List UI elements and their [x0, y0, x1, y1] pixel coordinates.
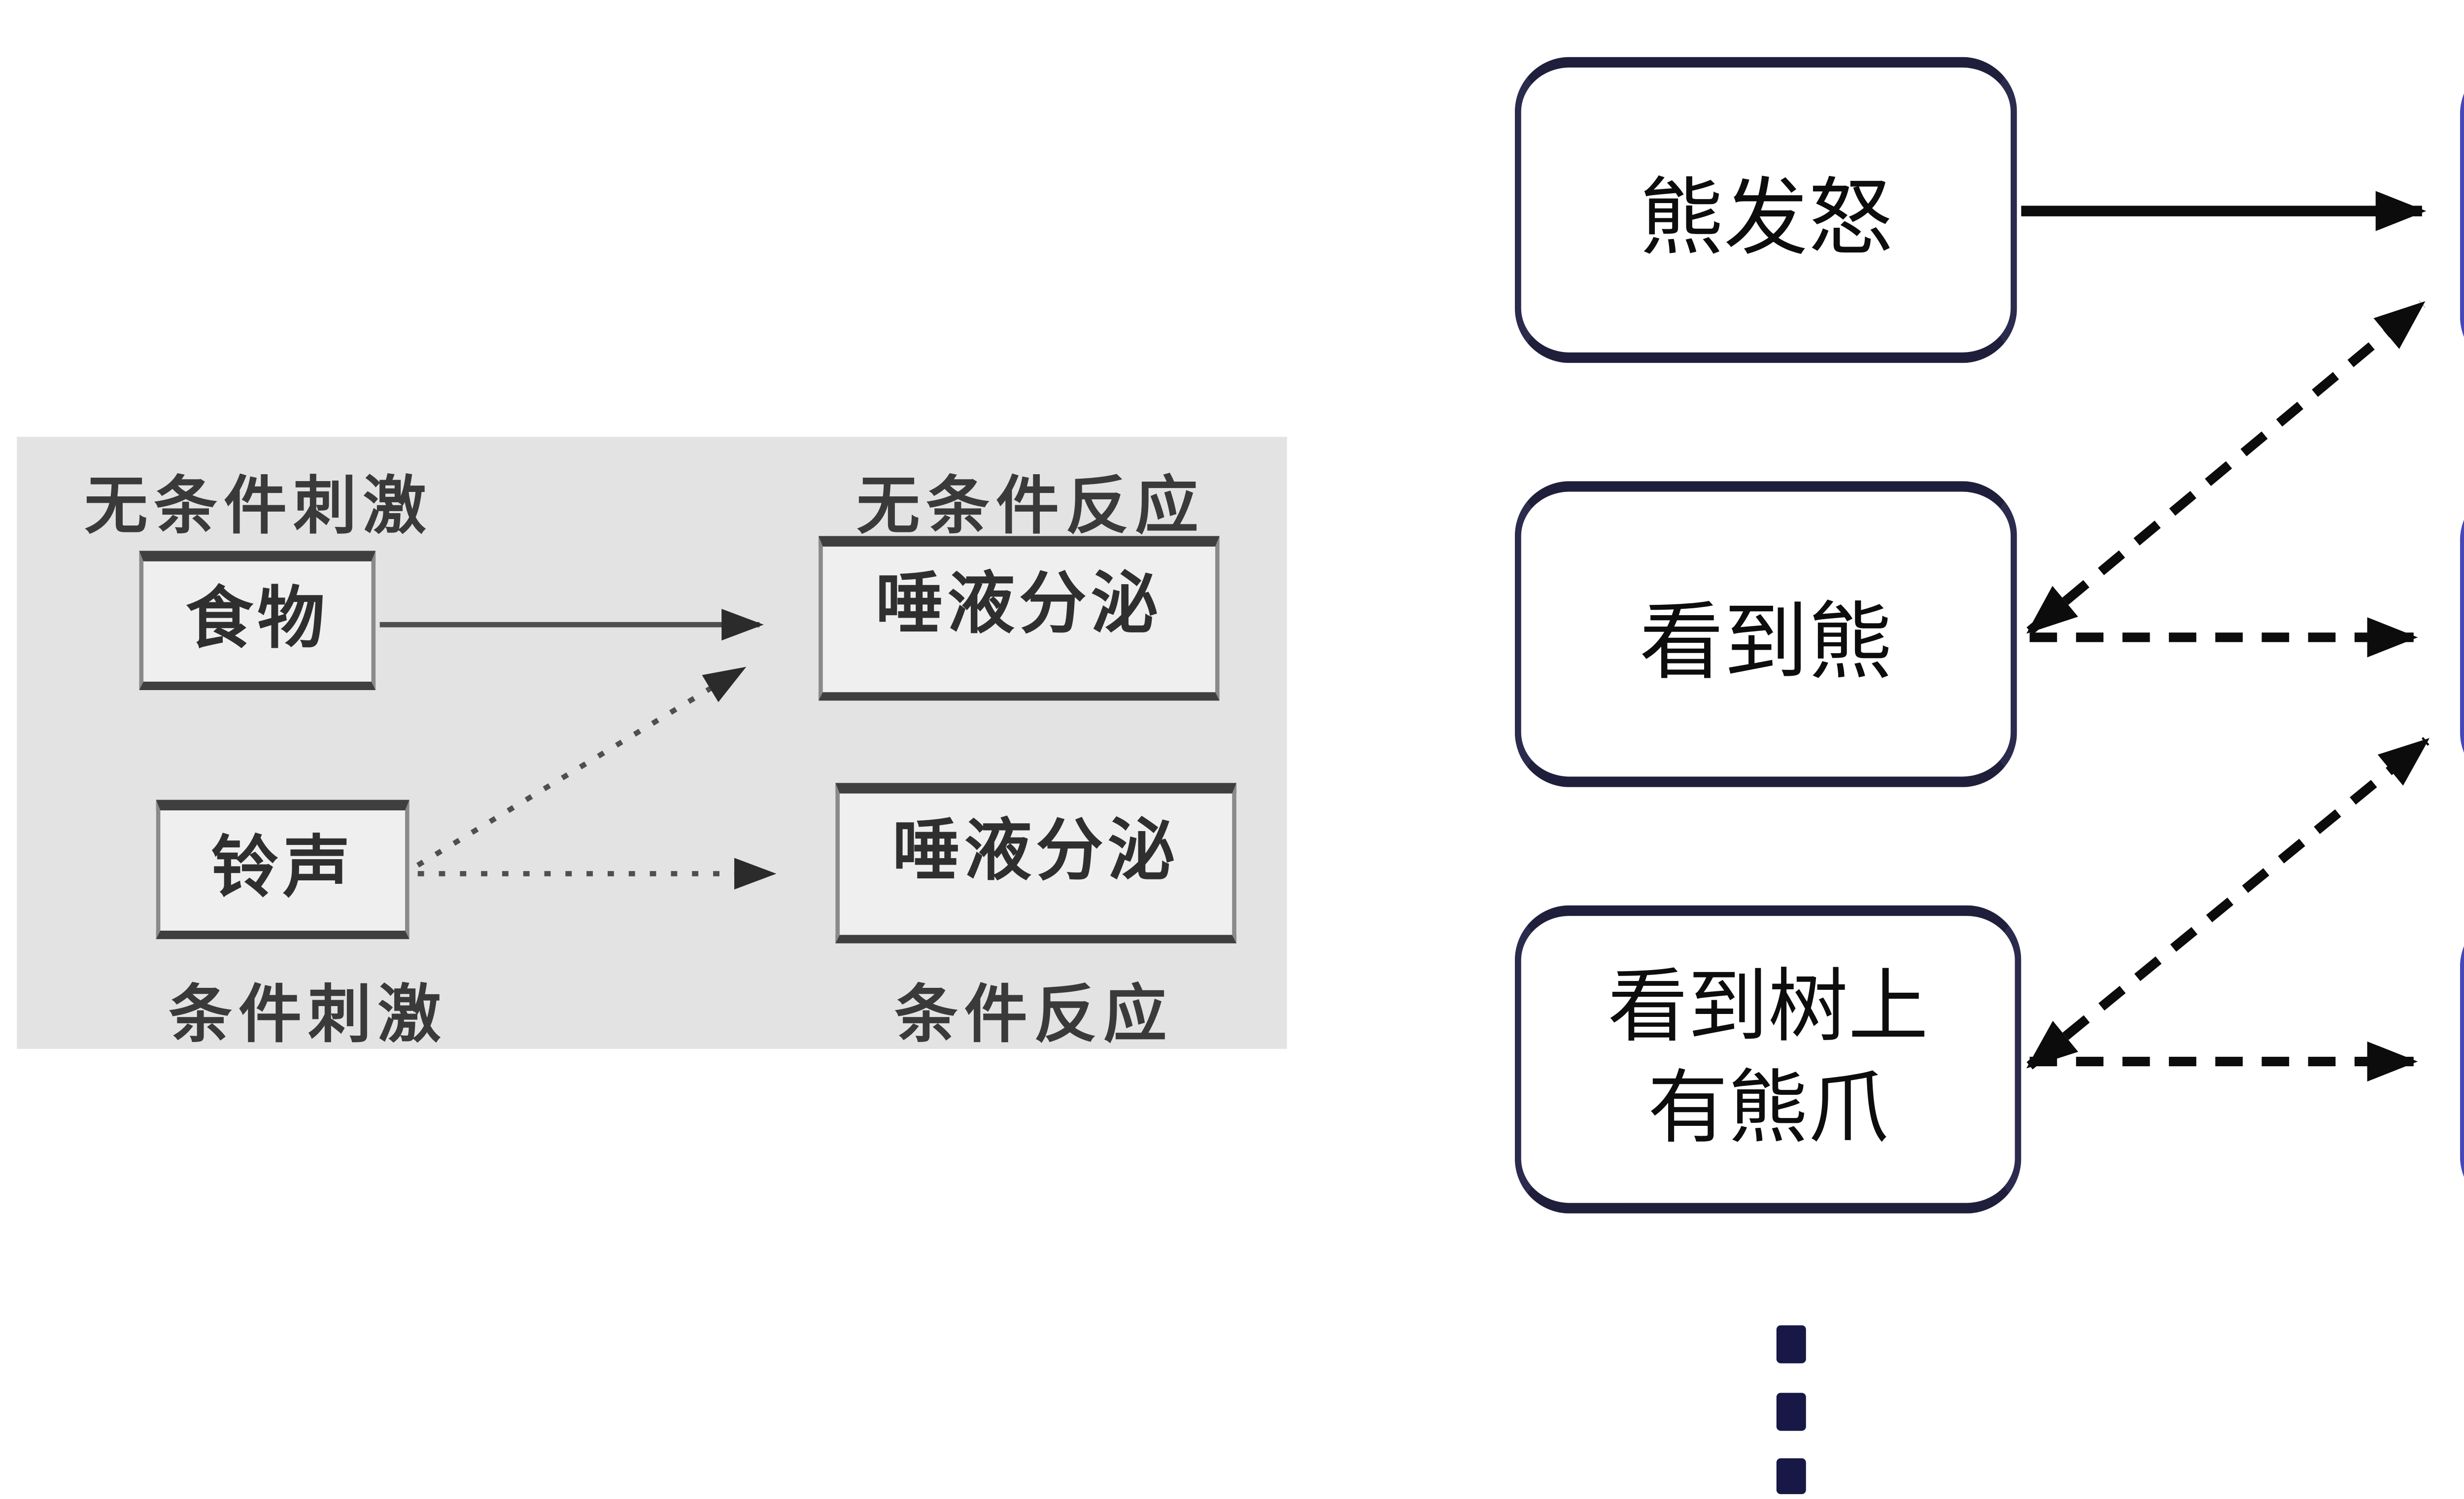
salivation-box-bottom: 唾液分泌 — [835, 783, 1236, 943]
label-unconditioned-response: 无条件反应 — [856, 473, 1205, 543]
see-claws-label-line2: 有熊爪 — [1647, 1066, 1888, 1154]
see-bear-label: 看到熊 — [1639, 596, 1893, 689]
ellipsis-left-dot-1 — [1776, 1325, 1806, 1363]
see-claws-box: 看到树上 有熊爪 — [1514, 905, 2021, 1214]
bell-box-label: 铃声 — [211, 829, 355, 906]
bell-box: 铃声 — [156, 800, 410, 940]
label-unconditioned-stimulus: 无条件刺激 — [84, 473, 433, 543]
pavlov-panel: 无条件刺激 无条件反应 食物 唾液分泌 铃声 唾液分泌 条件刺激 条件反应 — [17, 437, 1287, 1051]
label-conditioned-stimulus: 条件刺激 — [169, 981, 447, 1051]
arrow-see-claws-to-value-next-dashed — [2026, 737, 2430, 1070]
salivation-top-label: 唾液分泌 — [875, 565, 1163, 642]
ellipsis-left-dot-3 — [1776, 1458, 1806, 1495]
bear-rage-box: 熊发怒 — [1514, 57, 2017, 363]
ellipsis-left-dot-2 — [1776, 1393, 1806, 1431]
see-bear-box: 看到熊 — [1514, 481, 2017, 787]
bear-rage-label: 熊发怒 — [1639, 172, 1893, 265]
reward-box: 奖励 — [2460, 59, 2464, 372]
label-conditioned-response: 条件反应 — [894, 981, 1173, 1051]
see-claws-label-line1: 看到树上 — [1608, 964, 1929, 1053]
salivation-bottom-label: 唾液分泌 — [892, 812, 1180, 889]
value-next-state-box: V(s′) — [2460, 485, 2464, 787]
value-state-box: V(s) — [2460, 911, 2464, 1212]
salivation-box-top: 唾液分泌 — [819, 536, 1220, 701]
arrow-see-bear-to-reward-dashed — [2026, 300, 2426, 635]
food-box-label: 食物 — [185, 580, 329, 657]
food-box: 食物 — [139, 551, 376, 690]
